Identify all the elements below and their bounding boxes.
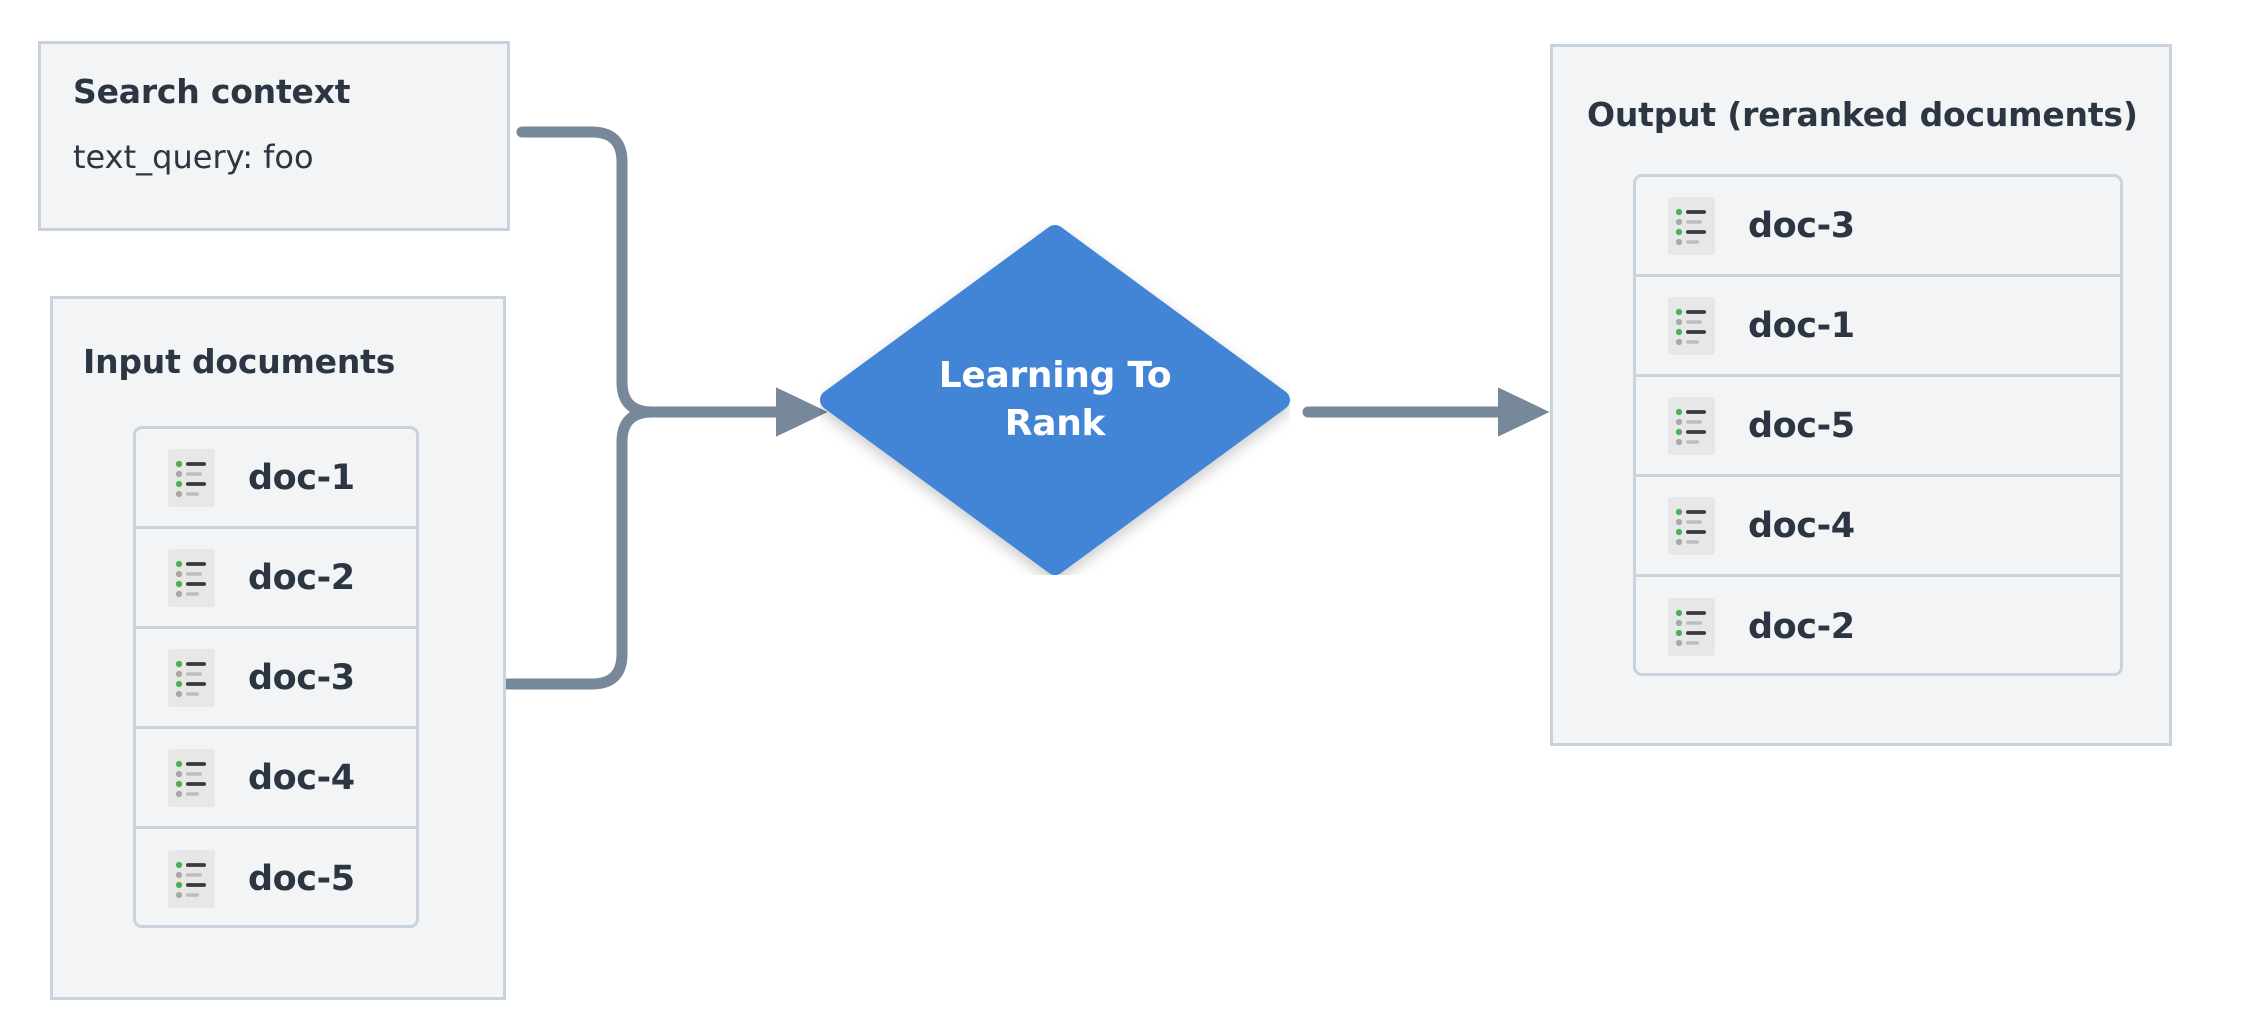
- document-list-icon: [168, 748, 215, 807]
- learning-to-rank-node[interactable]: Learning To Rank: [820, 225, 1290, 575]
- list-item-label: doc-4: [1748, 505, 1855, 546]
- connector-search-context-to-ltr: [516, 126, 828, 437]
- document-list-icon: [1668, 496, 1715, 555]
- input-documents-list: doc-1 doc-2: [133, 426, 419, 928]
- list-item[interactable]: doc-4: [136, 729, 416, 829]
- document-list-icon: [1668, 396, 1715, 455]
- input-documents-panel: Input documents doc-1: [50, 296, 506, 1000]
- list-item-label: doc-4: [248, 757, 355, 798]
- output-documents-list: doc-3 doc-1: [1633, 174, 2123, 676]
- search-context-panel: Search context text_query: foo: [38, 41, 510, 231]
- list-item-label: doc-5: [248, 859, 355, 899]
- list-item[interactable]: doc-4: [1636, 477, 2120, 577]
- document-list-icon: [1668, 296, 1715, 355]
- list-item[interactable]: doc-5: [136, 829, 416, 925]
- document-list-icon: [1668, 196, 1715, 255]
- list-item-label: doc-2: [1748, 607, 1855, 647]
- document-list-icon: [168, 850, 215, 908]
- list-item[interactable]: doc-1: [136, 429, 416, 529]
- document-list-icon: [168, 448, 215, 507]
- diamond-shape: [820, 225, 1290, 575]
- list-item[interactable]: doc-2: [1636, 577, 2120, 673]
- list-item-label: doc-5: [1748, 405, 1855, 446]
- document-list-icon: [168, 548, 215, 607]
- list-item-label: doc-3: [248, 657, 355, 698]
- list-item[interactable]: doc-1: [1636, 277, 2120, 377]
- connector-input-documents-to-ltr: [502, 387, 828, 690]
- list-item-label: doc-2: [248, 557, 355, 598]
- output-documents-panel: Output (reranked documents) doc-3: [1550, 44, 2172, 746]
- document-list-icon: [168, 648, 215, 707]
- list-item-label: doc-3: [1748, 205, 1855, 246]
- search-context-title: Search context: [73, 72, 351, 111]
- list-item-label: doc-1: [1748, 305, 1855, 346]
- input-documents-title: Input documents: [83, 342, 396, 381]
- list-item[interactable]: doc-5: [1636, 377, 2120, 477]
- list-item-label: doc-1: [248, 457, 355, 498]
- document-list-icon: [1668, 598, 1715, 656]
- search-context-query-value: text_query: foo: [73, 138, 314, 176]
- list-item[interactable]: doc-3: [136, 629, 416, 729]
- output-documents-title: Output (reranked documents): [1587, 95, 2138, 134]
- list-item[interactable]: doc-3: [1636, 177, 2120, 277]
- list-item[interactable]: doc-2: [136, 529, 416, 629]
